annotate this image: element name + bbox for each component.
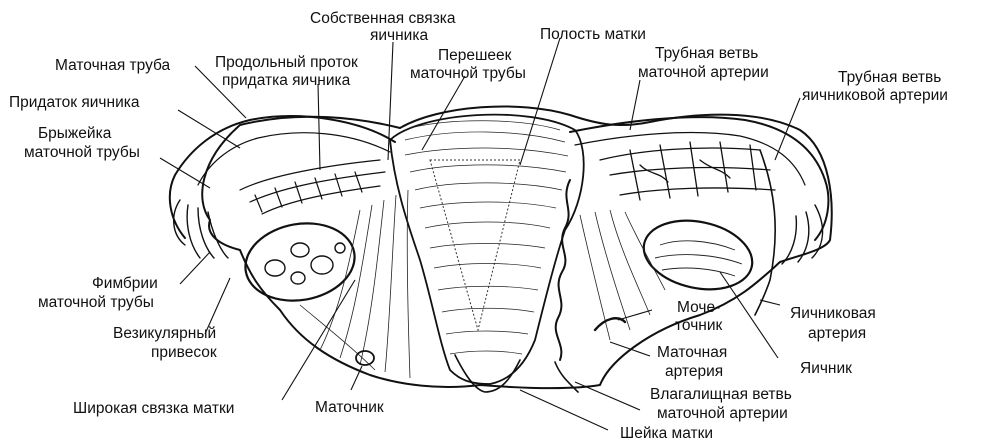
label-mesosalpinx-line2: маточной трубы: [24, 144, 140, 161]
label-fallopian-tube: Маточная труба: [55, 57, 171, 74]
label-tubal-branch-ovarian-line2: яичниковой артерии: [802, 87, 948, 104]
label-longitudinal-duct-line2: придатка яичника: [222, 72, 351, 89]
label-tubal-branch-ovarian-line1: Трубная ветвь: [838, 69, 941, 86]
label-vaginal-branch-line2: маточной артерии: [657, 405, 788, 422]
left-epoophoron: [240, 160, 385, 214]
label-broad-ligament: Широкая связка матки: [73, 400, 234, 417]
uterine-striations: [405, 121, 568, 354]
label-ureter-line2: точник: [675, 317, 722, 334]
label-longitudinal-duct-line1: Продольный проток: [215, 54, 358, 71]
label-isthmus-line1: Перешеек: [438, 47, 512, 64]
label-cervix: Шейка матки: [620, 425, 713, 442]
left-fimbriae: [174, 200, 228, 258]
right-vascular-network: [600, 142, 775, 200]
uterine-cavity-shape: [430, 160, 520, 330]
label-tubal-branch-uterine-line2: маточной артерии: [638, 64, 769, 81]
left-broad-ligament-lines: [300, 190, 410, 378]
label-epoophoron: Придаток яичника: [9, 94, 140, 111]
left-tube-inner: [198, 133, 390, 185]
label-vesicular-appendage-line2: привесок: [151, 344, 217, 361]
uterine-artery-vessel: [556, 180, 570, 360]
right-ovary-texture: [655, 241, 742, 276]
ureter-vessel: [595, 318, 625, 330]
label-uterine-cavity: Полость матки: [540, 26, 646, 43]
round-ligament-stump: [356, 351, 374, 365]
label-ovarian-ligament-line1: Собственная связка: [310, 10, 456, 27]
label-ovary: Яичник: [800, 360, 852, 377]
label-vaginal-branch-line1: Влагалищная ветвь: [650, 386, 792, 403]
label-tubal-branch-uterine-line1: Трубная ветвь: [655, 45, 758, 62]
label-ovarian-ligament-line2: яичника: [370, 27, 428, 44]
label-ureter-line1: Моче-: [677, 299, 720, 316]
label-ovarian-artery-line1: Яичниковая: [790, 305, 876, 322]
uterus-illustration: [170, 106, 832, 392]
ovarian-artery-vessel: [755, 150, 775, 315]
label-uterine-artery-line1: Маточная: [657, 344, 727, 361]
labels: Маточная труба Продольный проток придатк…: [9, 10, 948, 442]
label-mesosalpinx-line1: Брыжейка: [38, 125, 112, 142]
uterine-fundus: [390, 115, 584, 384]
right-fimbriae: [782, 205, 823, 264]
right-tube-inner: [575, 133, 805, 185]
label-round-ligament: Маточник: [315, 399, 384, 416]
label-fimbriae-line2: маточной трубы: [38, 294, 154, 311]
label-vesicular-appendage-line1: Везикулярный: [113, 325, 216, 342]
label-fimbriae-line1: Фимбрии: [92, 275, 158, 292]
label-isthmus-line2: маточной трубы: [410, 65, 526, 82]
left-ovary-follicles: [265, 243, 345, 284]
label-uterine-artery-line2: артерия: [665, 363, 723, 380]
label-ovarian-artery-line2: артерия: [808, 325, 866, 342]
left-ovary: [239, 215, 361, 309]
